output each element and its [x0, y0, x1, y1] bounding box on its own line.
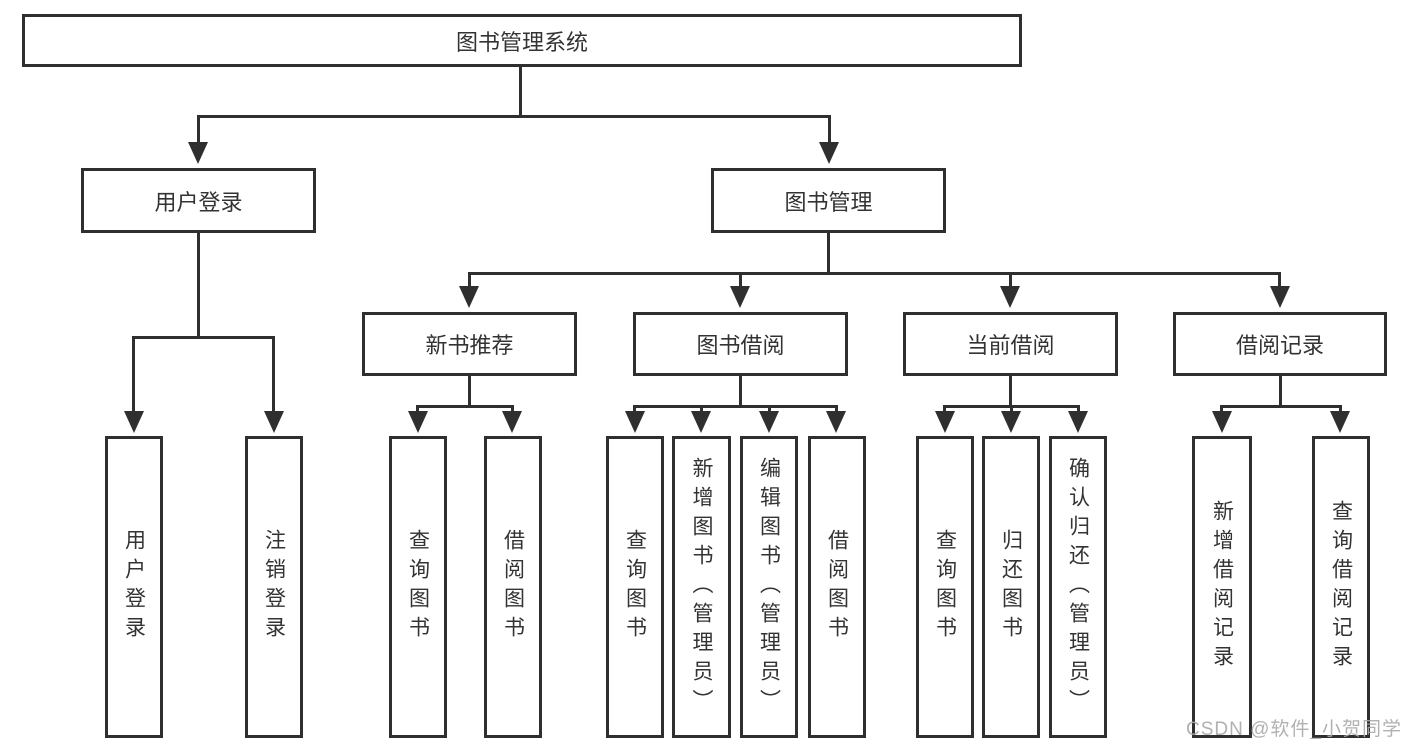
connector-line [1278, 272, 1281, 288]
connector-line [468, 376, 471, 405]
leaf-confirm-return-admin: 确认归还（管理员） [1049, 436, 1107, 738]
leaf-add-borrow-record: 新增借阅记录 [1192, 436, 1252, 738]
watermark: CSDN @软件_小贺同学 [1186, 719, 1402, 740]
arrow-down-icon [1270, 286, 1290, 308]
connector-line [835, 405, 838, 413]
leaf-query-borrow-record: 查询借阅记录 [1312, 436, 1370, 738]
arrow-down-icon [691, 411, 711, 433]
arrow-down-icon [625, 411, 645, 433]
arrow-down-icon [826, 411, 846, 433]
leaf-query-book: 查询图书 [916, 436, 974, 738]
leaf-query-book: 查询图书 [606, 436, 664, 738]
connector-line [828, 115, 831, 143]
connector-line [1009, 272, 1012, 288]
arrow-down-icon [1068, 411, 1088, 433]
arrow-down-icon [502, 411, 522, 433]
arrow-down-icon [1330, 411, 1350, 433]
arrow-down-icon [1001, 411, 1021, 433]
connector-line [768, 405, 771, 413]
connector-line [1339, 405, 1342, 413]
leaf-query-book: 查询图书 [389, 436, 447, 738]
connector-line [739, 272, 742, 288]
leaf-return-book: 归还图书 [982, 436, 1040, 738]
connector-line [132, 336, 275, 339]
connector-line [132, 336, 135, 413]
leaf-borrow-book: 借阅图书 [808, 436, 866, 738]
leaf-user-login: 用户登录 [105, 436, 163, 738]
arrow-down-icon [264, 411, 284, 433]
connector-line [943, 405, 946, 413]
arrow-down-icon [188, 142, 208, 164]
arrow-down-icon [408, 411, 428, 433]
connector-line [197, 233, 200, 336]
arrow-down-icon [819, 142, 839, 164]
arrow-down-icon [459, 286, 479, 308]
connector-line [1077, 405, 1080, 413]
connector-line [1279, 376, 1282, 405]
connector-line [1220, 405, 1223, 413]
node-book-management: 图书管理 [711, 168, 946, 233]
arrow-down-icon [935, 411, 955, 433]
connector-line [519, 67, 522, 117]
connector-line [633, 405, 636, 413]
connector-line [416, 405, 419, 413]
connector-line [511, 405, 514, 413]
arrow-down-icon [1000, 286, 1020, 308]
arrow-down-icon [1212, 411, 1232, 433]
connector-line [633, 405, 838, 408]
node-new-book-recommend: 新书推荐 [362, 312, 577, 376]
leaf-borrow-book: 借阅图书 [484, 436, 542, 738]
node-book-borrow: 图书借阅 [633, 312, 848, 376]
arrow-down-icon [759, 411, 779, 433]
connector-line [197, 115, 831, 118]
connector-line [739, 376, 742, 405]
leaf-add-book-admin: 新增图书（管理员） [672, 436, 731, 738]
connector-line [272, 336, 275, 413]
leaf-edit-book-admin: 编辑图书（管理员） [740, 436, 798, 738]
connector-line [197, 115, 200, 143]
connector-line [468, 272, 471, 288]
connector-line [1010, 405, 1013, 413]
node-root-system: 图书管理系统 [22, 14, 1022, 67]
connector-line [827, 233, 830, 272]
connector-line [416, 405, 514, 408]
connector-line [1220, 405, 1342, 408]
node-borrow-record: 借阅记录 [1173, 312, 1387, 376]
connector-line [468, 272, 1281, 275]
leaf-logout: 注销登录 [245, 436, 303, 738]
arrow-down-icon [730, 286, 750, 308]
node-current-borrow: 当前借阅 [903, 312, 1118, 376]
arrow-down-icon [124, 411, 144, 433]
node-user-login: 用户登录 [81, 168, 316, 233]
connector-line [700, 405, 703, 413]
connector-line [1009, 376, 1012, 405]
